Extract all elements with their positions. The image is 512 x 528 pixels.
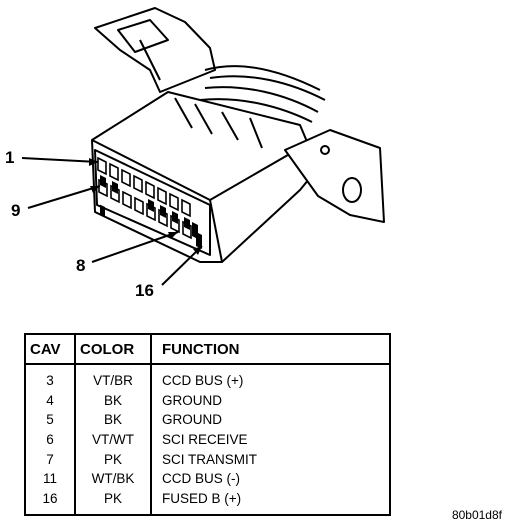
leader-16 [161,245,203,286]
cell-cav: 11 [25,468,76,489]
table-row: 5 BK GROUND [25,410,390,430]
pin-label-9: 9 [11,201,21,220]
header-function: FUNCTION [151,334,390,365]
pin-label-8: 8 [76,256,86,275]
cell-function: GROUND [162,412,222,428]
table-row: 4 BK GROUND [25,390,390,411]
leader-lines [21,157,203,286]
cell-cav: 6 [25,429,76,450]
cell-color: BK [75,410,152,430]
cell-cav: 4 [25,390,76,411]
pin-label-1: 1 [5,148,15,167]
table-row: 6 VT/WT SCI RECEIVE [25,429,390,450]
cell-function: CCD BUS (+) [162,373,244,389]
pin-label-16: 16 [135,281,154,300]
table-row: 3 VT/BR CCD BUS (+) [25,364,390,391]
leader-8 [91,231,179,263]
leader-1 [21,157,99,163]
table-row: 11 WT/BK CCD BUS (-) [25,468,390,489]
pin-row-top [100,204,105,217]
wires [199,65,326,123]
cell-function: FUSED B (+) [162,490,242,506]
cell-cav: 5 [25,410,76,430]
cell-color: PK [75,449,152,469]
cell-color: VT/WT [75,429,152,450]
table-row: 16 PK FUSED B (+) [25,488,390,516]
cell-cav: 7 [25,449,76,469]
table-header-row: CAV COLOR FUNCTION [25,334,390,365]
mounting-clip [94,7,216,93]
pinout-table: CAV COLOR FUNCTION 3 VT/BR CCD BUS (+) 4… [24,333,391,517]
cell-function: CCD BUS (-) [162,471,240,487]
cell-color: PK [75,488,152,516]
connector-illustration [21,7,385,286]
header-color: COLOR [75,334,152,365]
table-row: 7 PK SCI TRANSMIT [25,449,390,469]
cell-function: SCI TRANSMIT [162,451,258,467]
mounting-flange [284,129,385,223]
cell-cav: 16 [25,488,76,516]
cell-function: SCI RECEIVE [162,432,248,448]
pin-cavities [97,156,192,240]
mounting-hole [342,177,362,203]
cell-color: WT/BK [75,468,152,489]
cell-color: VT/BR [75,364,152,391]
leader-9 [27,185,101,209]
reference-code: 80b01d8f [451,508,502,522]
cell-color: BK [75,390,152,411]
pin-contacts [100,175,202,249]
cell-function: GROUND [162,392,222,408]
header-cav: CAV [25,334,76,365]
cell-cav: 3 [25,364,76,391]
